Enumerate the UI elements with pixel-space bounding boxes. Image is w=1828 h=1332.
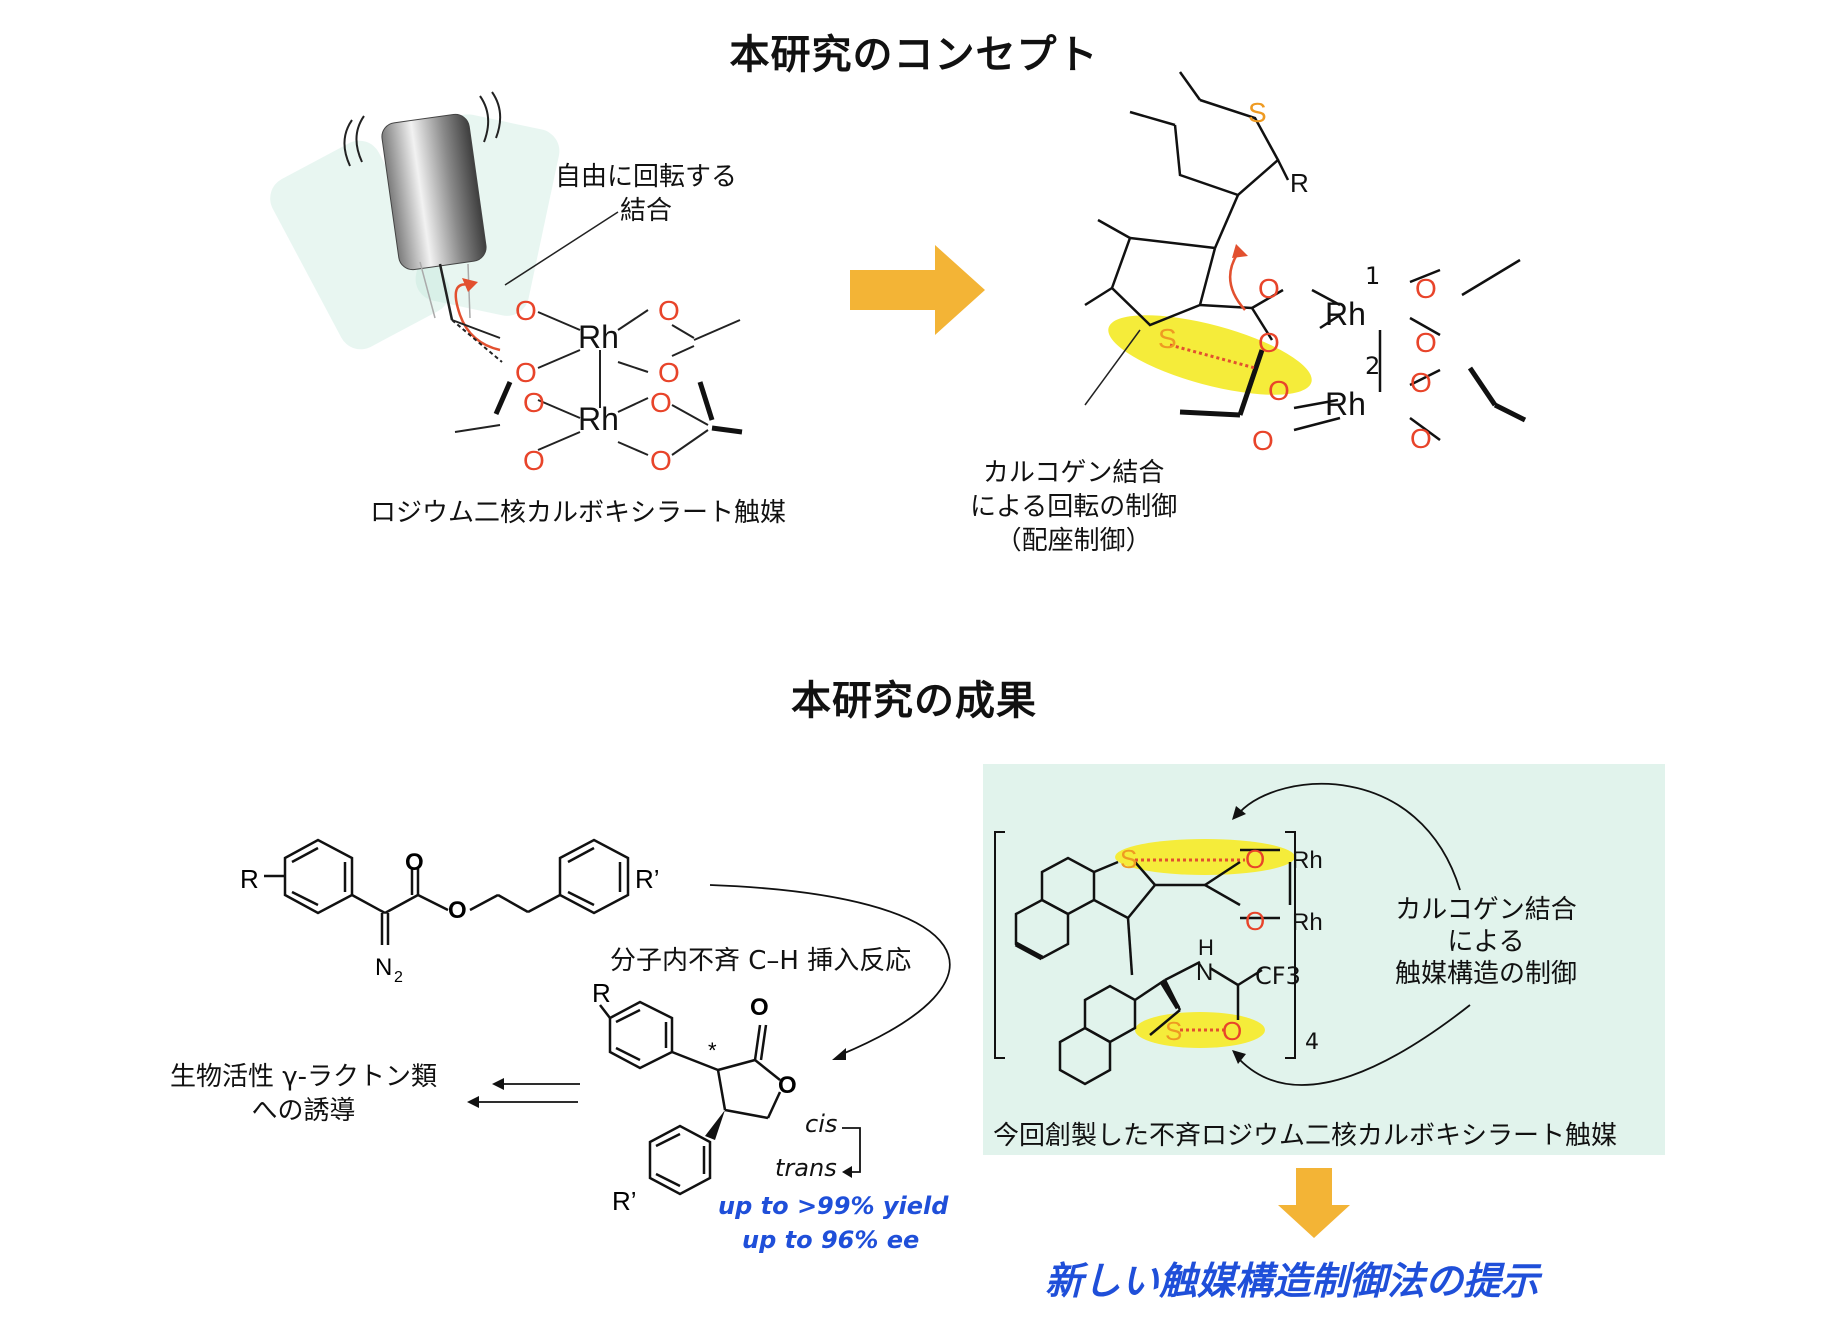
svg-text:H: H bbox=[1198, 935, 1214, 960]
svg-text:S: S bbox=[1248, 97, 1267, 128]
svg-text:Rh: Rh bbox=[578, 401, 619, 437]
svg-text:O: O bbox=[1415, 273, 1437, 304]
svg-text:Rh: Rh bbox=[1325, 386, 1366, 422]
svg-text:O: O bbox=[1410, 423, 1432, 454]
svg-text:Rh: Rh bbox=[1325, 296, 1366, 332]
svg-text:N: N bbox=[1196, 959, 1213, 986]
svg-text:O: O bbox=[1245, 844, 1265, 874]
svg-text:O: O bbox=[1245, 906, 1265, 936]
svg-text:R: R bbox=[1290, 168, 1309, 198]
product-derivation-label: 生物活性 γ-ラクトン類 への誘導 bbox=[170, 1062, 438, 1126]
chalcogen-rotation-label: カルコゲン結合 による回転の制御 （配座制御） bbox=[970, 458, 1178, 556]
rotation-arrow-icon bbox=[454, 283, 501, 352]
yield-label: up to >99% yield bbox=[718, 1192, 949, 1220]
svg-text:O: O bbox=[650, 445, 672, 476]
svg-text:O: O bbox=[650, 387, 672, 418]
free-rotation-label: 自由に回転する 結合 bbox=[555, 162, 738, 226]
rh-number-2: 2 bbox=[1365, 352, 1381, 380]
concept-title: 本研究のコンセプト bbox=[729, 32, 1099, 78]
catalyst-label: ロジウム二核カルボキシラート触媒 bbox=[370, 498, 787, 528]
trans-label: trans bbox=[775, 1154, 837, 1182]
svg-text:O: O bbox=[1268, 375, 1290, 406]
svg-text:Rh: Rh bbox=[578, 319, 619, 355]
svg-text:O: O bbox=[515, 357, 537, 388]
svg-text:S: S bbox=[1158, 323, 1177, 354]
panel-caption: 今回創製した不斉ロジウム二核カルボキシラート触媒 bbox=[993, 1121, 1618, 1151]
results-title: 本研究の成果 bbox=[791, 678, 1037, 724]
svg-text:O: O bbox=[515, 295, 537, 326]
rotation-ghost-left bbox=[270, 140, 450, 350]
svg-text:S: S bbox=[1165, 1016, 1182, 1046]
svg-text:S: S bbox=[1120, 844, 1137, 874]
svg-text:O: O bbox=[405, 849, 424, 876]
down-arrow-icon bbox=[1278, 1168, 1350, 1238]
oxygen-atoms-top-left: O O O O O O O O bbox=[515, 295, 680, 476]
motion-lines-right bbox=[479, 91, 502, 143]
svg-text:O: O bbox=[448, 897, 467, 924]
svg-text:O: O bbox=[1415, 327, 1437, 358]
svg-text:R: R bbox=[592, 978, 611, 1008]
conclusion-text: 新しい触媒構造制御法の提示 bbox=[1045, 1259, 1540, 1303]
right-arrow-icon bbox=[850, 245, 985, 335]
chalcogen-highlight-upper bbox=[1115, 839, 1295, 875]
svg-text:Rh: Rh bbox=[1292, 847, 1323, 874]
svg-text:R’: R’ bbox=[635, 864, 660, 894]
svg-text:O: O bbox=[523, 387, 545, 418]
svg-text:N: N bbox=[375, 954, 392, 981]
svg-text:O: O bbox=[1258, 273, 1280, 304]
svg-text:O: O bbox=[658, 357, 680, 388]
svg-text:O: O bbox=[658, 295, 680, 326]
svg-text:O: O bbox=[1252, 425, 1274, 456]
chalcogen-highlight bbox=[1108, 315, 1312, 395]
rh-number-1: 1 bbox=[1365, 262, 1381, 290]
panel-chalcogen-label: カルコゲン結合 による 触媒構造の制御 bbox=[1395, 895, 1578, 989]
svg-text:O: O bbox=[523, 445, 545, 476]
svg-text:R: R bbox=[240, 864, 259, 894]
ee-label: up to 96% ee bbox=[742, 1226, 920, 1254]
motion-lines-left bbox=[343, 115, 365, 167]
svg-text:2: 2 bbox=[394, 969, 403, 986]
svg-text:O: O bbox=[1222, 1016, 1242, 1046]
svg-text:O: O bbox=[1258, 327, 1280, 358]
svg-text:Rh: Rh bbox=[1292, 909, 1323, 936]
svg-text:O: O bbox=[750, 994, 769, 1021]
bracket-subscript: 4 bbox=[1305, 1030, 1319, 1055]
svg-text:O: O bbox=[1410, 367, 1432, 398]
svg-text:*: * bbox=[708, 1038, 717, 1063]
rotating-group bbox=[381, 113, 487, 271]
cis-label: cis bbox=[805, 1110, 838, 1138]
cf3-label: CF3 bbox=[1255, 962, 1301, 990]
catalyst-panel bbox=[983, 764, 1665, 1155]
svg-text:R’: R’ bbox=[612, 1186, 637, 1216]
svg-text:O: O bbox=[778, 1072, 797, 1099]
rhodium-atoms-top-left: Rh Rh bbox=[578, 319, 619, 437]
reaction-label: 分子内不斉 C–H 挿入反応 bbox=[610, 946, 912, 976]
